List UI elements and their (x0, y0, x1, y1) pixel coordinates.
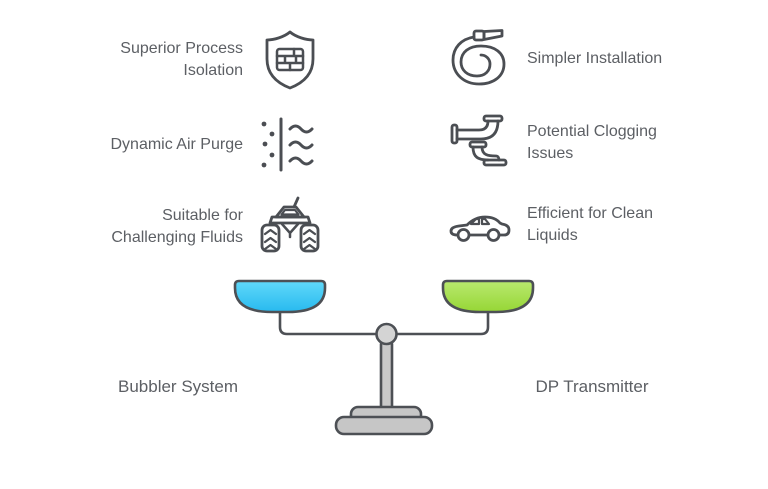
scale-base-lower (334, 415, 434, 436)
feature-label: Suitable for Challenging Fluids (111, 207, 243, 246)
feature-row-suitable-challenging-fluids: Suitable for Challenging Fluids (0, 195, 322, 259)
feature-row-simpler-installation: Simpler Installation (448, 27, 748, 91)
monster-truck-icon (258, 195, 322, 259)
feature-row-superior-process-isolation: Superior Process Isolation (0, 28, 322, 92)
feature-label: Superior Process Isolation (120, 40, 243, 79)
car-icon (448, 193, 512, 257)
feature-row-potential-clogging: Potential Clogging Issues (448, 111, 748, 175)
feature-label: Dynamic Air Purge (110, 136, 244, 153)
feature-row-dynamic-air-purge: Dynamic Air Purge (0, 113, 322, 177)
hose-icon (448, 27, 512, 91)
shield-brick-icon (258, 28, 322, 92)
pipe-icon (448, 111, 512, 175)
feature-label: Potential Clogging Issues (527, 123, 657, 162)
right-pan-label: DP Transmitter (535, 377, 649, 396)
feature-row-efficient-clean-liquids: Efficient for Clean Liquids (448, 193, 748, 257)
feature-label: Efficient for Clean Liquids (527, 205, 653, 244)
air-purge-icon (258, 113, 322, 177)
feature-label: Simpler Installation (527, 50, 663, 67)
scale-pivot (375, 322, 398, 346)
left-pan-label: Bubbler System (118, 377, 238, 396)
scale-post (379, 340, 394, 416)
left-pan (233, 279, 327, 314)
right-pan (441, 279, 535, 314)
